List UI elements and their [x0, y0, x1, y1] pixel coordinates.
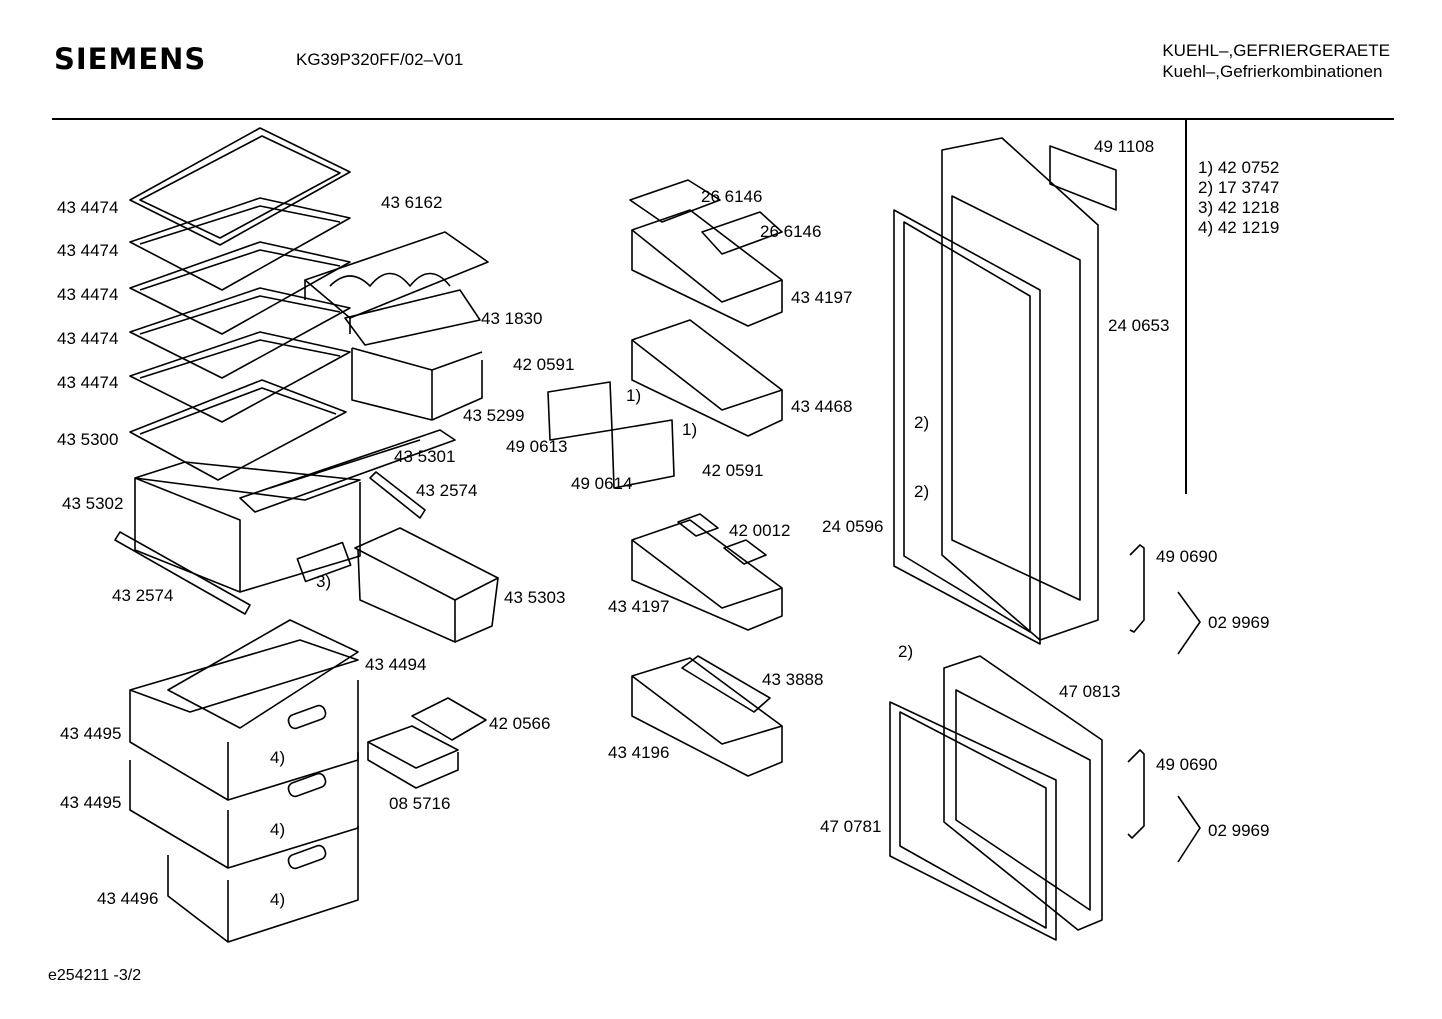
- upper-door: [942, 138, 1098, 640]
- label-flap-2: 49 0614: [571, 474, 633, 493]
- label-egg-tray-1: 26 6146: [701, 187, 763, 206]
- label-screws-1: 02 9969: [1208, 613, 1270, 632]
- insert-part-3: [297, 543, 350, 582]
- label-top-handle: 49 1108: [1094, 137, 1155, 156]
- category-title: KUEHL–,GEFRIERGERAETE Kuehl–,Gefrierkomb…: [1162, 40, 1390, 82]
- label-door-shelf-mid: 43 4197: [608, 597, 670, 616]
- label-part-4a: 4): [270, 748, 286, 767]
- header-divider: [52, 118, 1394, 120]
- legend-item-2: 2) 17 3747: [1198, 178, 1280, 197]
- chill-drawer: [345, 290, 482, 420]
- door-flaps: [548, 382, 674, 488]
- label-part-4b: 4): [270, 820, 286, 839]
- label-shelf-1: 43 4474: [57, 198, 119, 217]
- legend-divider: [1185, 120, 1187, 494]
- model-number: KG39P320FF/02–V01: [296, 50, 464, 69]
- drawing-reference: e254211 -3/2: [48, 967, 142, 984]
- upper-gasket: [894, 210, 1040, 644]
- label-door-shelf-lid: 43 4468: [791, 397, 853, 416]
- legend-item-1: 1) 42 0752: [1198, 158, 1280, 177]
- label-chill-drawer: 43 5299: [463, 406, 525, 425]
- glass-shelf-1: [130, 128, 350, 245]
- label-part-3: 3): [316, 572, 332, 591]
- label-shelf-2: 43 4474: [57, 241, 119, 260]
- label-crisper: 43 5302: [62, 494, 124, 513]
- label-flap-1: 49 0613: [506, 437, 568, 456]
- label-chill-tray: 43 1830: [481, 309, 543, 328]
- label-freezer-cover: 43 4494: [365, 655, 427, 674]
- label-side-handle-1: 49 0690: [1156, 547, 1218, 566]
- legend-item-4: 4) 42 1219: [1198, 218, 1280, 237]
- glass-shelves: [130, 128, 350, 480]
- glass-shelf-4: [130, 288, 350, 378]
- glass-shelf-3: [130, 242, 350, 334]
- label-storage-box: 43 5303: [504, 588, 566, 607]
- legend-item-3: 3) 42 1218: [1198, 198, 1280, 217]
- category-line-2: Kuehl–,Gefrierkombinationen: [1162, 62, 1383, 81]
- glass-shelf-5: [130, 332, 350, 422]
- label-door-shelf-bottom: 43 4196: [608, 743, 670, 762]
- side-handle-lower: [1128, 750, 1144, 838]
- label-shelf-6: 43 5300: [57, 430, 119, 449]
- crisper-drawer: [115, 430, 455, 614]
- storage-box: [355, 528, 498, 642]
- label-upper-door: 24 0653: [1108, 316, 1170, 335]
- label-lower-door: 47 0813: [1059, 682, 1121, 701]
- category-line-1: KUEHL–,GEFRIERGERAETE: [1162, 41, 1390, 60]
- ice-box: [368, 726, 458, 788]
- label-rail-right: 43 2574: [416, 481, 478, 500]
- label-rail-left: 43 2574: [112, 586, 174, 605]
- footnote-legend: 1) 42 0752 2) 17 3747 3) 42 1218 4) 42 1…: [1198, 158, 1279, 238]
- label-hinge-b: 42 0591: [702, 461, 764, 480]
- label-bottle-holder: 43 3888: [762, 670, 824, 689]
- egg-trays: [630, 180, 782, 254]
- label-freezer-drawer-2: 43 4495: [60, 793, 122, 812]
- door-shelf-lid: [632, 320, 782, 436]
- label-bottle-rack: 43 6162: [381, 193, 443, 212]
- label-ice-box: 08 5716: [389, 794, 451, 813]
- ice-tray: [412, 698, 486, 740]
- label-screws-2: 02 9969: [1208, 821, 1270, 840]
- label-shelf-3: 43 4474: [57, 285, 119, 304]
- label-part-1a: 1): [626, 386, 642, 405]
- glass-shelf-6: [130, 380, 346, 480]
- label-hinge-a: 42 0591: [513, 355, 575, 374]
- label-door-shelf-top: 43 4197: [791, 288, 853, 307]
- label-upper-gasket: 24 0596: [822, 517, 884, 536]
- label-shelf-4: 43 4474: [57, 329, 119, 348]
- label-lower-gasket: 47 0781: [820, 817, 882, 836]
- label-part-2a: 2): [914, 413, 930, 432]
- label-shelf-5: 43 4474: [57, 373, 119, 392]
- lower-door: [944, 656, 1102, 930]
- freezer-drawers: [130, 620, 358, 942]
- label-part-2b: 2): [914, 482, 930, 501]
- door-shelf-top: [632, 210, 782, 326]
- label-freezer-drawer-3: 43 4496: [97, 889, 159, 908]
- label-part-2c: 2): [898, 642, 914, 661]
- bottle-rack: [305, 232, 488, 334]
- glass-shelf-2: [130, 198, 350, 290]
- door-shelf-mid: [632, 514, 782, 630]
- label-egg-tray-2: 26 6146: [760, 222, 822, 241]
- top-handle: [1050, 146, 1116, 210]
- label-freezer-drawer-1: 43 4495: [60, 724, 122, 743]
- label-cups: 42 0012: [729, 521, 791, 540]
- label-side-handle-2: 49 0690: [1156, 755, 1218, 774]
- lower-gasket: [890, 702, 1056, 940]
- label-part-1b: 1): [682, 420, 698, 439]
- label-part-4c: 4): [270, 890, 286, 909]
- door-shelf-bottom: [632, 656, 782, 776]
- side-handle-upper: [1130, 545, 1144, 632]
- brand-logo: SIEMENS: [54, 42, 207, 76]
- label-crisper-cover: 43 5301: [394, 447, 456, 466]
- screw-connectors: [1178, 592, 1200, 862]
- label-ice-tray: 42 0566: [489, 714, 551, 733]
